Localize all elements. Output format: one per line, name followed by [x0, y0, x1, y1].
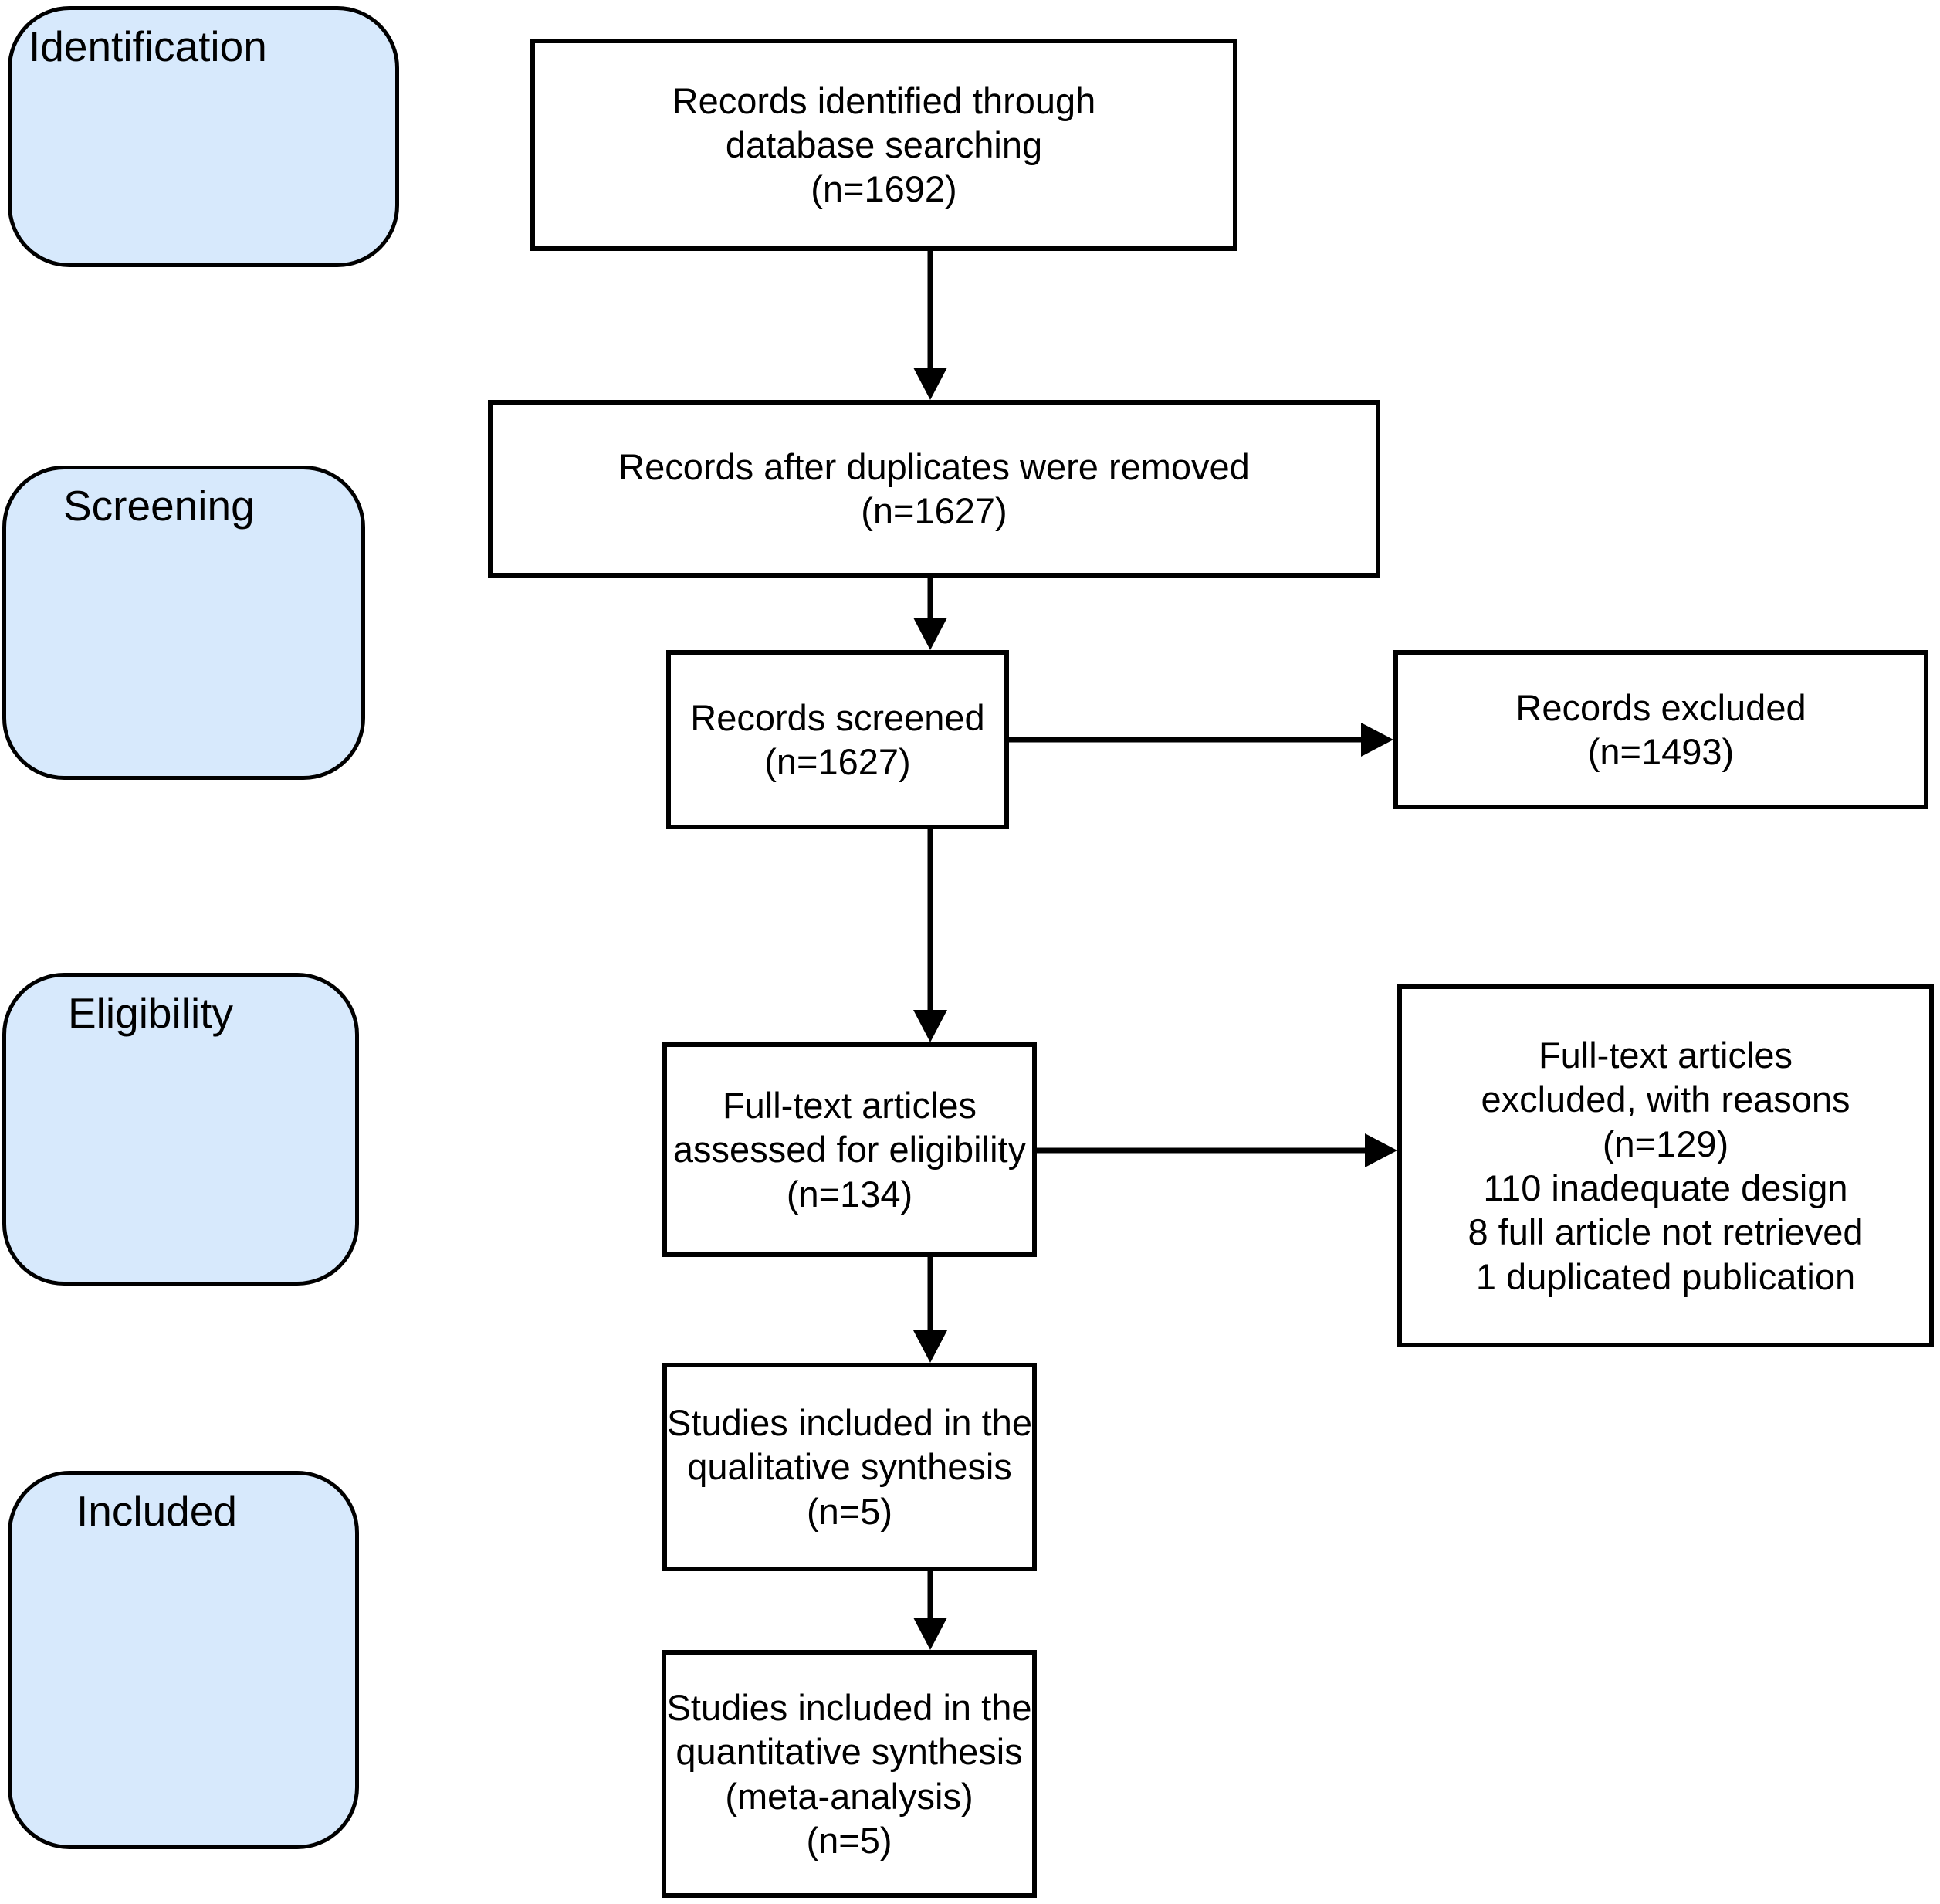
stage-screening-label: Screening — [63, 482, 255, 530]
flow-box-fulltext-assessed: Full-text articles assessed for eligibil… — [662, 1042, 1037, 1257]
arrow-screened-to-excluded — [1009, 723, 1393, 757]
arrow-qualitative-to-quantitative — [913, 1571, 947, 1650]
arrow-screened-to-fulltext — [913, 829, 947, 1042]
flow-box-quantitative-synthesis: Studies included in the quantitative syn… — [662, 1650, 1037, 1898]
records-excluded-text: Records excluded (n=1493) — [1515, 686, 1806, 772]
flow-box-qualitative-synthesis: Studies included in the qualitative synt… — [662, 1363, 1037, 1571]
exclusion-box-records-excluded: Records excluded (n=1493) — [1393, 650, 1928, 809]
records-screened-text: Records screened (n=1627) — [690, 696, 985, 782]
qualitative-synthesis-text: Studies included in the qualitative synt… — [667, 1402, 1032, 1532]
flow-box-records-after-duplicates: Records after duplicates were removed (n… — [488, 400, 1380, 578]
flow-box-records-identified: Records identified through database sear… — [530, 39, 1237, 251]
exclusion-box-fulltext-excluded: Full-text articles excluded, with reason… — [1397, 984, 1934, 1347]
stage-screening: Screening — [2, 466, 365, 780]
stage-identification: Identification — [8, 6, 399, 267]
stage-included-label: Included — [76, 1487, 237, 1535]
stage-eligibility-label: Eligibility — [68, 989, 233, 1037]
records-identified-text: Records identified through database sear… — [672, 80, 1096, 210]
arrow-fulltext-to-excluded — [1037, 1133, 1397, 1167]
quantitative-synthesis-text: Studies included in the quantitative syn… — [666, 1686, 1032, 1861]
records-after-duplicates-text: Records after duplicates were removed (n… — [618, 446, 1250, 531]
flow-box-records-screened: Records screened (n=1627) — [666, 650, 1009, 829]
stage-eligibility: Eligibility — [2, 973, 359, 1286]
arrow-fulltext-to-qualitative — [913, 1257, 947, 1363]
arrow-duplicates-to-screened — [913, 578, 947, 650]
stage-identification-label: Identification — [29, 22, 267, 70]
stage-included: Included — [8, 1471, 359, 1849]
fulltext-assessed-text: Full-text articles assessed for eligibil… — [672, 1085, 1027, 1215]
fulltext-excluded-text: Full-text articles excluded, with reason… — [1468, 1035, 1864, 1297]
arrow-identified-to-duplicates — [913, 251, 947, 400]
